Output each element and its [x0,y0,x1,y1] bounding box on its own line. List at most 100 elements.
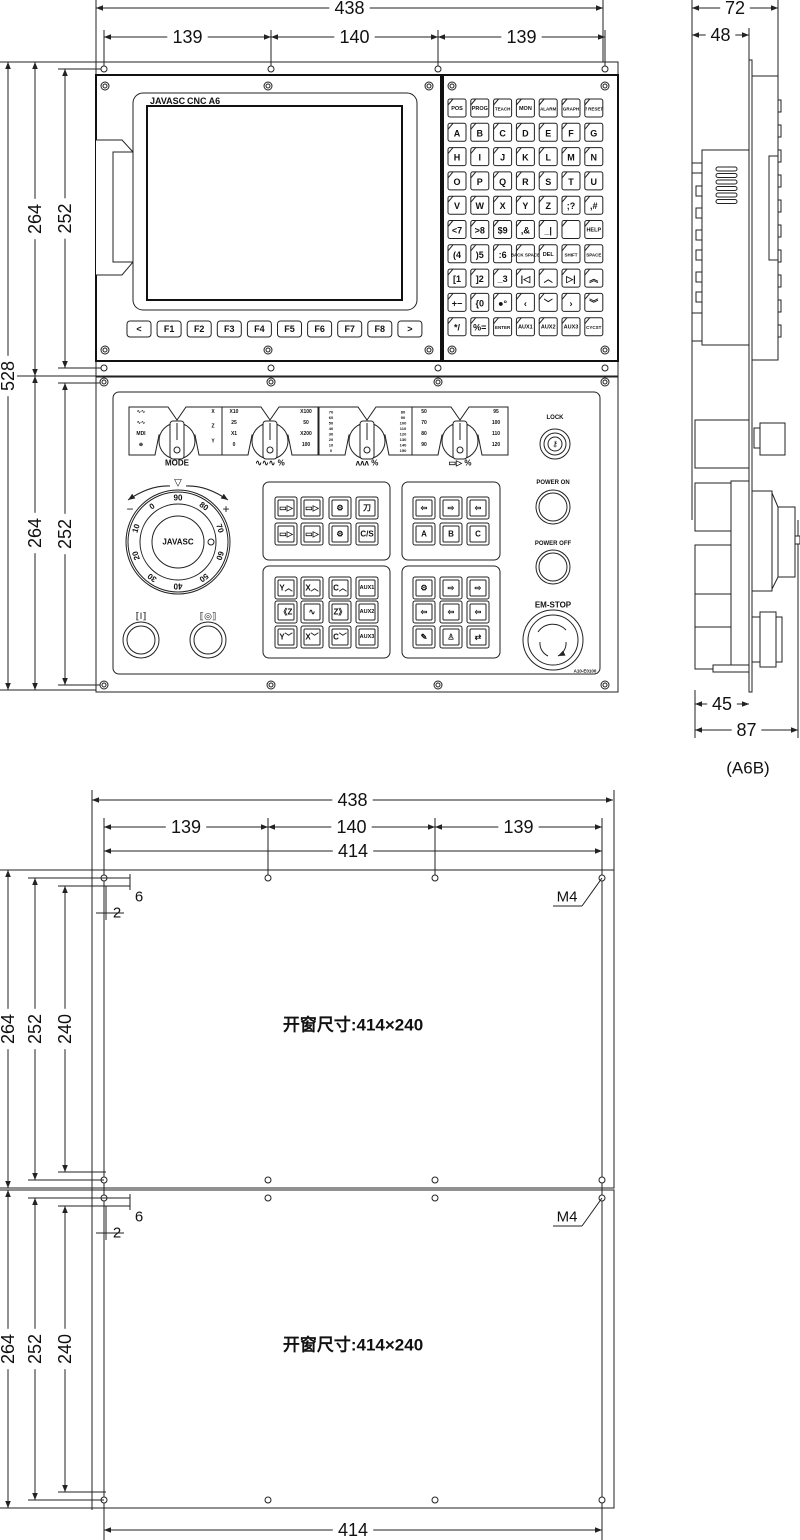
keyboard-key[interactable] [470,220,490,239]
panel-key[interactable] [300,600,324,624]
softkey-5[interactable] [277,320,302,338]
keyboard-key[interactable] [515,244,535,264]
keyboard-key[interactable] [470,268,490,288]
panel-key[interactable] [439,576,463,600]
panel-key[interactable] [466,522,490,546]
keyboard-key[interactable] [470,98,490,118]
keyboard-key[interactable] [584,268,604,288]
keyboard-key[interactable] [447,317,467,337]
keyboard-key[interactable] [470,292,490,312]
panel-key[interactable] [300,576,324,600]
keyboard-key[interactable] [538,220,558,239]
keyboard-key[interactable] [447,171,467,191]
panel-key[interactable] [300,522,324,546]
keyboard-key[interactable] [515,268,535,288]
keyboard-key[interactable] [470,317,490,337]
keyboard-key[interactable] [447,98,467,118]
panel-key[interactable] [355,576,379,600]
keyboard-key[interactable] [470,147,490,167]
keyboard-key[interactable] [538,171,558,191]
keyboard-key[interactable] [493,268,513,288]
keyboard-key[interactable] [447,292,467,312]
keyboard-key[interactable] [538,244,558,264]
panel-key[interactable] [274,600,298,624]
keyboard-key[interactable] [447,268,467,288]
panel-key[interactable] [412,522,436,546]
panel-key[interactable] [274,496,298,520]
panel-key[interactable] [412,576,436,600]
keyboard-key[interactable] [493,195,513,215]
softkey-3[interactable] [216,320,242,338]
keyboard-key[interactable] [493,171,513,191]
panel-key[interactable] [300,496,324,520]
keyboard-key[interactable] [561,171,581,191]
cycle-start-button[interactable] [122,621,160,659]
power-on-button[interactable] [535,489,571,525]
softkey-6[interactable] [307,320,333,338]
handwheel[interactable] [125,489,231,595]
keyboard-key[interactable] [584,98,604,118]
keyboard-key[interactable] [561,244,581,264]
keyboard-key[interactable] [515,195,535,215]
keyboard-key[interactable] [584,220,604,239]
keyboard-key[interactable] [447,195,467,215]
panel-key[interactable] [274,576,298,600]
feed-hold-button[interactable] [189,621,227,659]
softkey-8[interactable] [367,320,393,338]
keyboard-key[interactable] [538,147,558,167]
keyboard-key[interactable] [515,122,535,142]
keyboard-key[interactable] [447,147,467,167]
keyboard-key[interactable] [515,98,535,118]
keyboard-key[interactable] [493,317,513,337]
softkey-4[interactable] [246,320,272,338]
em-stop-button[interactable] [522,609,584,671]
panel-key[interactable] [466,625,490,649]
keyboard-key[interactable] [447,122,467,142]
panel-key[interactable] [466,576,490,600]
keyboard-key[interactable] [584,317,604,337]
panel-key[interactable] [439,522,463,546]
panel-key[interactable] [355,496,379,520]
softkey-2[interactable] [186,320,212,338]
panel-key[interactable] [328,625,352,649]
keyboard-key[interactable] [584,292,604,312]
panel-key[interactable] [355,522,379,546]
panel-key[interactable] [439,600,463,624]
panel-key[interactable] [439,496,463,520]
keyboard-key[interactable] [561,220,581,239]
softkey-0[interactable] [126,320,152,338]
keyboard-key[interactable] [584,147,604,167]
keyboard-key[interactable] [538,268,558,288]
panel-key[interactable] [328,496,352,520]
panel-key[interactable] [355,625,379,649]
keyboard-key[interactable] [561,317,581,337]
keyboard-key[interactable] [447,220,467,239]
panel-key[interactable] [412,625,436,649]
power-off-button[interactable] [535,549,571,585]
keyboard-key[interactable] [538,98,558,118]
keyboard-key[interactable] [470,244,490,264]
keyboard-key[interactable] [561,268,581,288]
keyboard-key[interactable] [493,147,513,167]
keyboard-key[interactable] [493,244,513,264]
panel-key[interactable] [328,522,352,546]
panel-key[interactable] [274,522,298,546]
keyboard-key[interactable] [561,292,581,312]
keyboard-key[interactable] [515,292,535,312]
keyboard-key[interactable] [538,292,558,312]
panel-key[interactable] [412,600,436,624]
keyboard-key[interactable] [538,317,558,337]
keyboard-key[interactable] [561,147,581,167]
keyboard-key[interactable] [561,195,581,215]
keyboard-key[interactable] [561,98,581,118]
panel-key[interactable] [300,625,324,649]
keyboard-key[interactable] [584,171,604,191]
panel-key[interactable] [355,600,379,624]
keyboard-key[interactable] [584,244,604,264]
keyboard-key[interactable] [538,122,558,142]
keyboard-key[interactable] [470,122,490,142]
keyboard-key[interactable] [470,171,490,191]
keyboard-key[interactable] [493,220,513,239]
keyboard-key[interactable] [584,195,604,215]
panel-key[interactable] [328,600,352,624]
